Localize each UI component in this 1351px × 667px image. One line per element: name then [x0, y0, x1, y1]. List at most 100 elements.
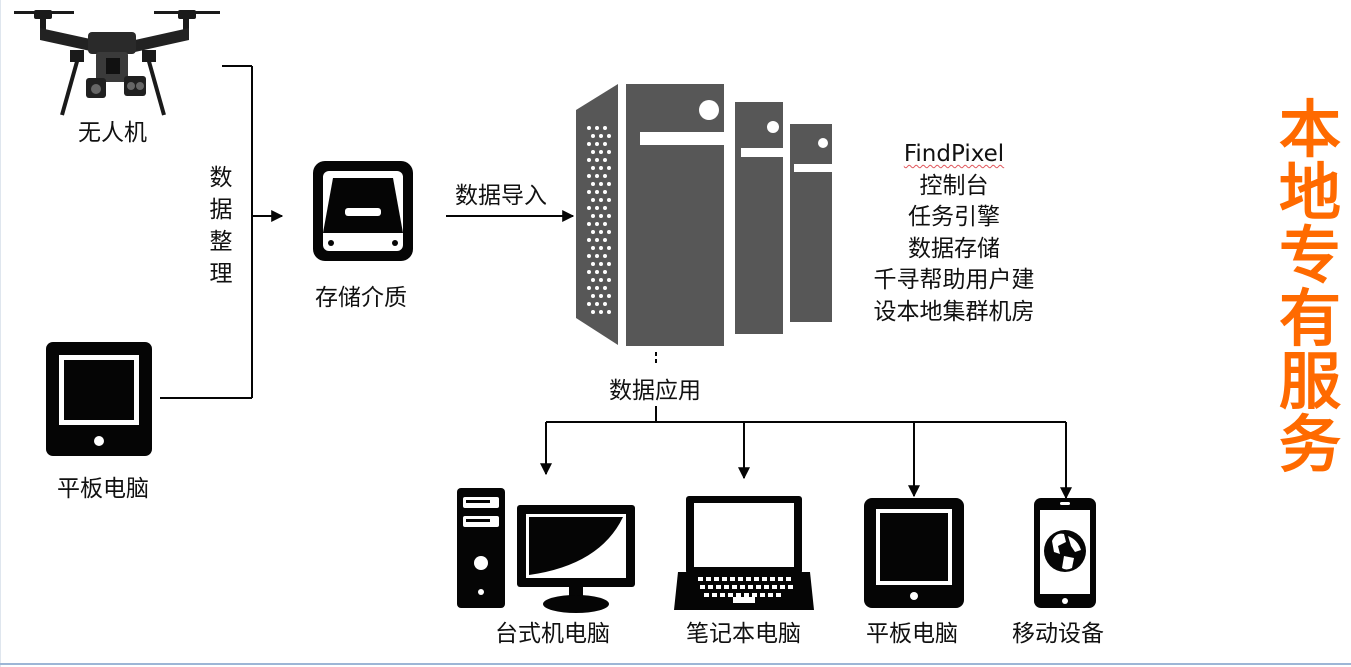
organize-bracket: [160, 65, 284, 399]
vent-dot: [603, 254, 607, 258]
vent-dot: [603, 238, 607, 242]
vent-dot: [591, 214, 595, 218]
keyboard-key: [776, 593, 781, 597]
desktop-computer-icon: [457, 488, 635, 613]
vent-dot: [603, 126, 607, 130]
vent-dot: [607, 182, 611, 186]
frame-left-edge: [0, 0, 1, 667]
organize-char: 整: [209, 229, 233, 255]
vent-dot: [599, 278, 603, 282]
keyboard-key: [730, 577, 735, 581]
vent-dot: [595, 286, 599, 290]
keyboard-key: [732, 585, 737, 589]
server-description: FindPixel 控制台 任务引擎 数据存储 千寻帮助用户建 设本地集群机房: [838, 139, 1070, 328]
title-char: 务: [1278, 408, 1341, 481]
vent-dot: [587, 206, 591, 210]
vent-dot: [591, 310, 595, 314]
keyboard-key: [756, 585, 761, 589]
vent-dot: [591, 166, 595, 170]
vent-dot: [587, 238, 591, 242]
vent-dot: [595, 142, 599, 146]
vent-dot: [599, 134, 603, 138]
vent-dot: [587, 254, 591, 258]
vent-dot: [607, 294, 611, 298]
vent-dot: [599, 310, 603, 314]
vent-dot: [607, 278, 611, 282]
device-tablet-icon: [864, 498, 964, 608]
vent-dot: [587, 190, 591, 194]
tablet-label: 平板电脑: [57, 476, 149, 502]
vent-dot: [587, 302, 591, 306]
vent-dot: [591, 150, 595, 154]
title-char: 服: [1278, 345, 1341, 418]
server-vent-dots: [587, 126, 611, 314]
vent-dot: [591, 294, 595, 298]
vent-dot: [603, 302, 607, 306]
vent-dot: [587, 142, 591, 146]
keyboard-key: [768, 593, 773, 597]
vent-dot: [607, 262, 611, 266]
organize-char: 理: [209, 261, 233, 287]
keyboard-key: [744, 593, 749, 597]
storage-drive-icon: [313, 161, 413, 261]
keyboard-key: [788, 585, 793, 589]
vent-dot: [587, 126, 591, 130]
keyboard-key: [780, 585, 785, 589]
keyboard-key: [716, 585, 721, 589]
title-char: 有: [1278, 282, 1341, 355]
vent-dot: [599, 166, 603, 170]
keyboard-key: [764, 585, 769, 589]
keyboard-key: [704, 593, 709, 597]
vent-dot: [607, 134, 611, 138]
vent-dot: [591, 278, 595, 282]
mobile-label: 移动设备: [1012, 621, 1104, 647]
vent-dot: [591, 134, 595, 138]
keyboard-key: [724, 585, 729, 589]
keyboard-key: [740, 585, 745, 589]
vent-dot: [595, 158, 599, 162]
laptop-icon: [674, 496, 814, 610]
keyboard-key: [700, 585, 705, 589]
keyboard-key: [752, 593, 757, 597]
vent-dot: [595, 302, 599, 306]
keyboard-key: [746, 577, 751, 581]
vent-dot: [595, 190, 599, 194]
vent-dot: [603, 270, 607, 274]
vent-dot: [587, 222, 591, 226]
vent-dot: [607, 310, 611, 314]
vent-dot: [603, 158, 607, 162]
vent-dot: [587, 270, 591, 274]
keyboard-key: [772, 585, 777, 589]
vent-dot: [595, 238, 599, 242]
organize-label: 数 据 整 理: [207, 162, 235, 290]
storage-label: 存储介质: [315, 285, 407, 311]
tablet-icon: [46, 342, 152, 456]
vent-dot: [603, 142, 607, 146]
brand-name: FindPixel: [903, 141, 1005, 167]
vent-dot: [599, 214, 603, 218]
vent-dot: [599, 230, 603, 234]
import-label: 数据导入: [455, 183, 547, 209]
description-line: 数据存储: [908, 235, 1000, 262]
page-title: 本 地 专 有 服 务: [1270, 98, 1350, 476]
keyboard-key: [714, 577, 719, 581]
vent-dot: [603, 206, 607, 210]
vent-dot: [595, 206, 599, 210]
vent-dot: [591, 246, 595, 250]
vent-dot: [603, 286, 607, 290]
organize-char: 数: [209, 165, 233, 191]
keyboard-key: [712, 593, 717, 597]
application-label: 数据应用: [609, 378, 701, 404]
vent-dot: [599, 246, 603, 250]
vent-dot: [599, 150, 603, 154]
description-line: 千寻帮助用户建: [873, 267, 1035, 293]
keyboard-key: [770, 577, 775, 581]
device-tablet-label: 平板电脑: [866, 621, 958, 647]
keyboard-key: [722, 577, 727, 581]
vent-dot: [607, 246, 611, 250]
vent-dot: [607, 166, 611, 170]
vent-dot: [607, 214, 611, 218]
server-cluster-icon: [576, 84, 832, 346]
